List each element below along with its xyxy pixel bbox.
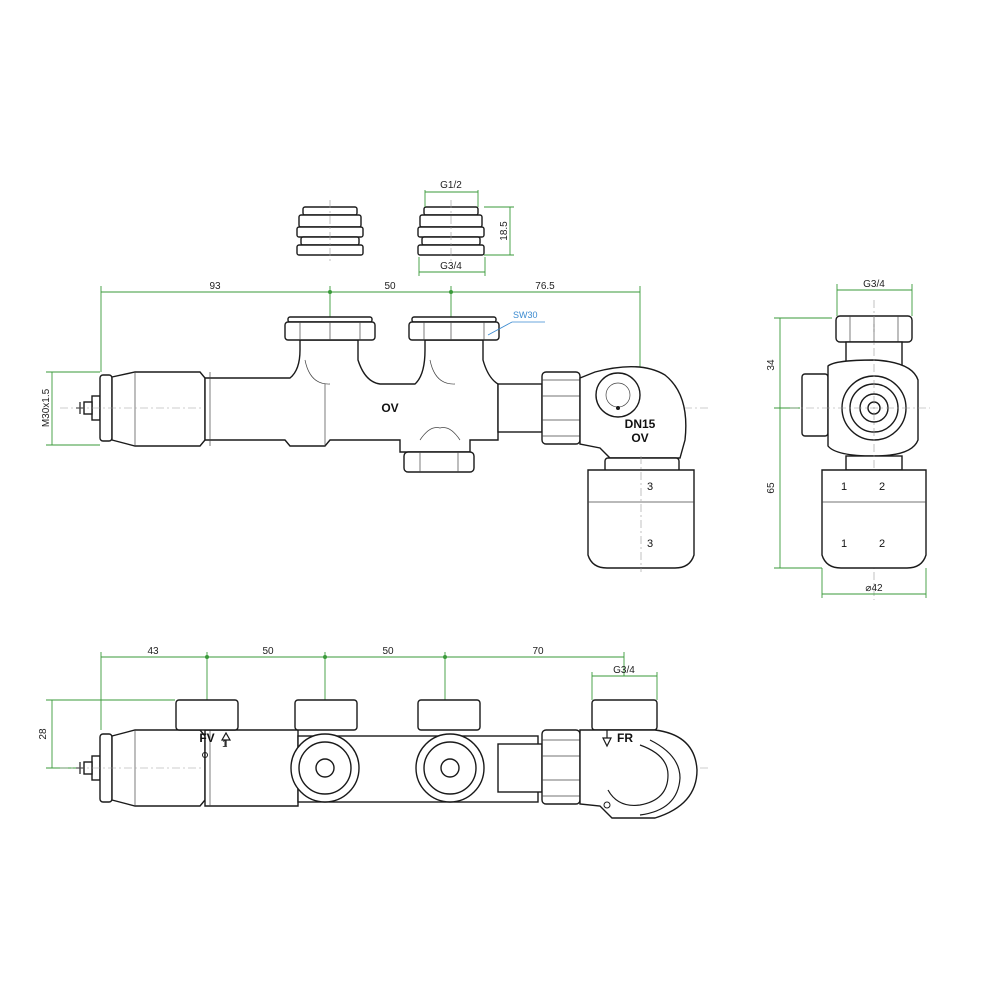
dim-bottom-50b: 50 [382,646,394,657]
arrow-down-icon [602,730,612,748]
dim-bottom-50a: 50 [262,646,274,657]
port-fitting-1 [290,733,360,803]
dim-m30: M30x1.5 [41,388,52,427]
dim-top-76-5: 76.5 [535,281,555,292]
port-fitting-2 [415,733,485,803]
valve-insert-top [60,371,710,447]
callout-sw30 [487,321,545,336]
dim-adapter-outlet: G3/4 [440,261,462,272]
union-nut-bottom [403,451,475,473]
manifold-body-bottom [175,699,539,807]
label-sw30: SW30 [513,310,538,320]
dim-bottom-43: 43 [147,646,159,657]
thermostat-knob-front [587,456,695,572]
connecting-pipe-bottom [497,729,581,805]
elbow-valve [579,365,687,459]
thermostat-knob-side [821,469,927,569]
elbow-valve-bottom [579,699,698,819]
label-ov-elbow: OV [631,431,648,445]
knob-side-mark-lower-2: 2 [879,538,885,550]
dim-bottom-70: 70 [532,646,544,657]
dimension-side-top [836,284,913,316]
dim-adapter-inlet: G1/2 [440,180,462,191]
dim-bottom-thread: G3/4 [613,665,635,676]
label-fv: FV [199,731,214,745]
arrow-up-icon [220,731,232,746]
knob-front-mark-upper: 3 [647,481,653,493]
dimension-side-diameter [821,568,927,598]
knob-side-mark-upper-2: 2 [879,481,885,493]
dim-side-34: 34 [766,359,777,371]
dim-side-thread: G3/4 [863,279,885,290]
dimension-m30 [46,371,100,446]
dim-top-93: 93 [209,281,221,292]
adapter-fitting-left [296,200,364,262]
dimension-side-height [774,317,832,569]
knob-side-mark-lower-1: 1 [841,538,847,550]
manifold-body-top [204,339,499,453]
dimension-top-row [100,286,641,372]
dimension-adapter [418,190,514,276]
dimension-bottom-row [100,652,625,730]
dim-bottom-28: 28 [38,728,49,740]
union-nut-top-1 [284,316,376,341]
dim-top-50: 50 [384,281,396,292]
arrow-up-number: 1 [222,739,228,750]
label-ov-body: OV [381,401,398,415]
label-fr: FR [617,731,633,745]
connecting-pipe-top [497,371,581,445]
adapter-fitting-right [417,200,485,262]
side-view-body [790,300,930,600]
label-dn15: DN15 [625,417,656,431]
dim-adapter-height: 18.5 [499,221,510,241]
dimension-bottom-thread [591,672,658,700]
union-nut-top-2 [408,316,500,341]
knob-front-mark-lower: 3 [647,538,653,550]
dim-side-65: 65 [766,482,777,494]
dim-side-diameter: ⌀42 [865,583,883,594]
knob-side-mark-upper-1: 1 [841,481,847,493]
